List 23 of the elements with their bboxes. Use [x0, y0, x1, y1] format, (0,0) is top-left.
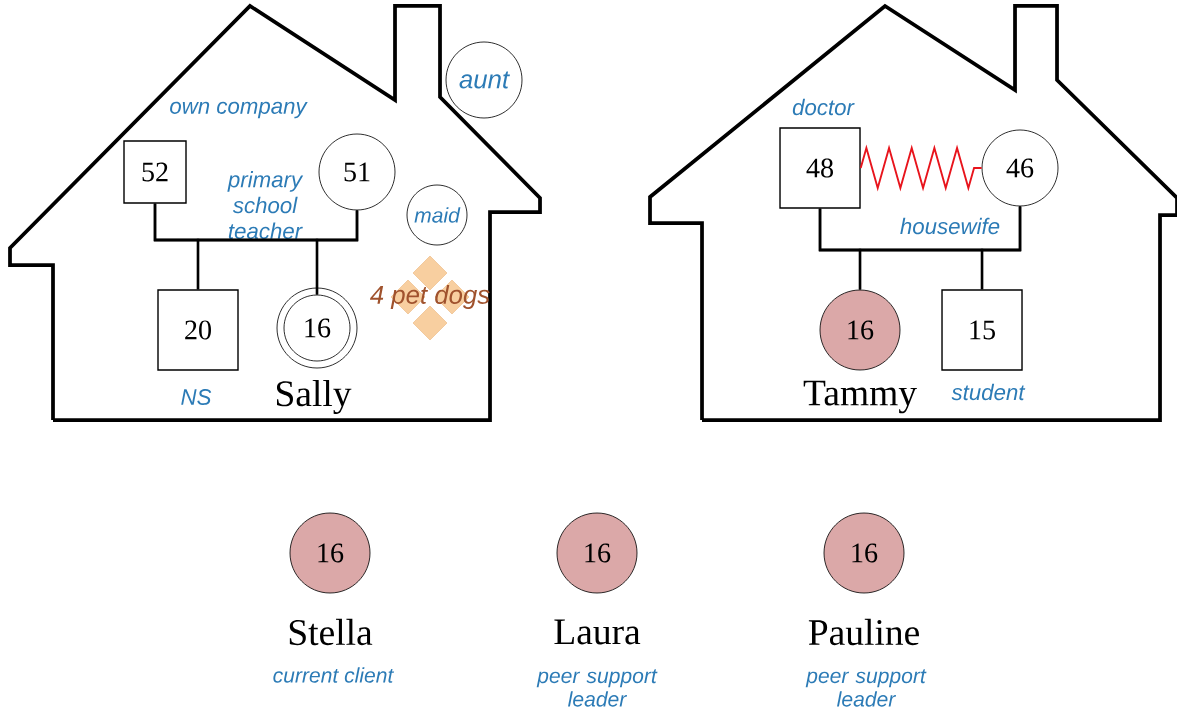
male-square: 15 [941, 289, 1023, 371]
occupation-label: doctor [792, 98, 855, 116]
role-label: current client [273, 667, 395, 683]
descent-line [980, 206, 1022, 290]
male-square: 20 [157, 289, 239, 371]
name-label: Tammy [803, 380, 917, 414]
name-label: Sally [276, 379, 352, 415]
occupation-label: primary school teacher [227, 171, 304, 239]
occupation-label: NS [181, 389, 212, 405]
name-label: Pauline [808, 618, 919, 646]
occupation-label: own company [170, 101, 308, 119]
name-label: Stella [289, 618, 373, 646]
male-square: 52 [123, 140, 187, 204]
house-outline [648, 3, 1177, 422]
descent-line [315, 210, 359, 295]
house-outline [8, 3, 542, 422]
occupation-label: student [951, 383, 1026, 401]
name-label: Laura [554, 619, 641, 645]
role-label: peer support leader [805, 669, 927, 707]
occupation-label: housewife [900, 217, 1000, 235]
male-square: 48 [779, 127, 861, 209]
conflict-zigzag [859, 144, 983, 192]
role-label: peer support leader [536, 669, 658, 707]
